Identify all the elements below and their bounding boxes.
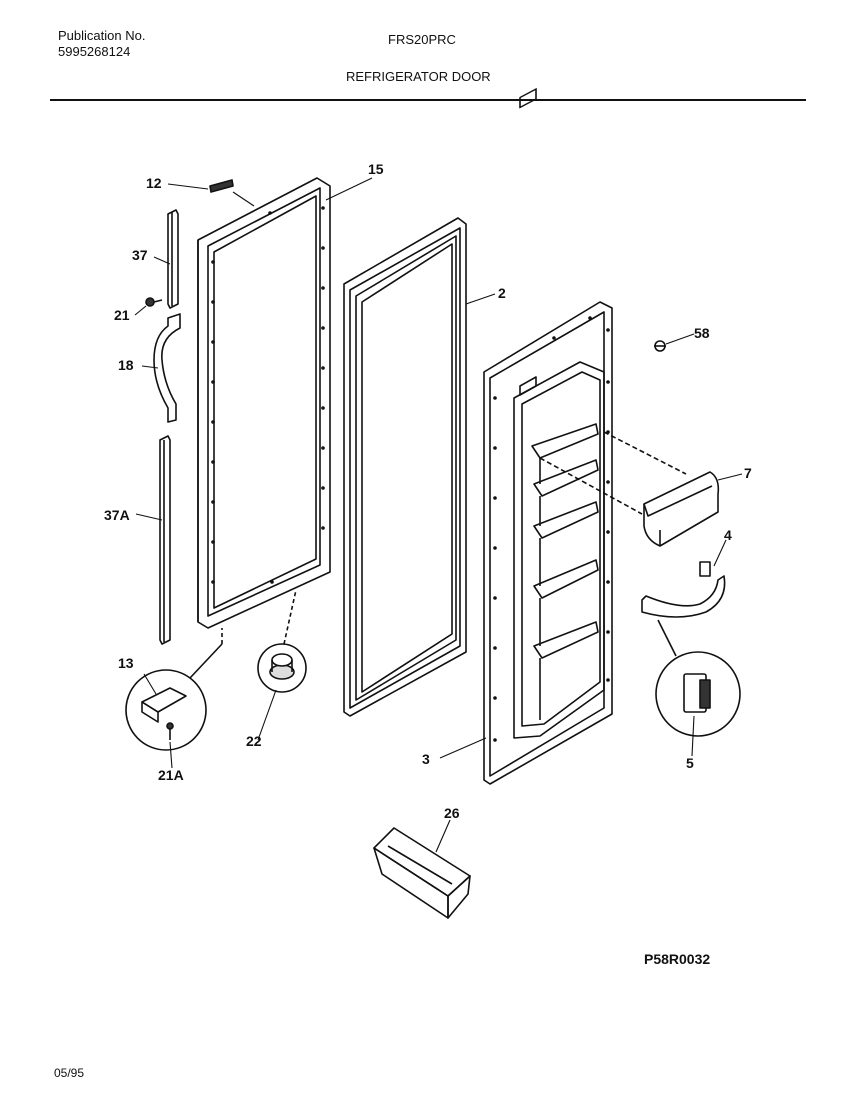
part-15-door-frame xyxy=(197,177,331,629)
callout-13: 13 xyxy=(118,655,134,671)
callout-26: 26 xyxy=(444,805,460,821)
publication-number: 5995268124 xyxy=(58,44,131,59)
callout-21: 21 xyxy=(114,307,130,323)
callout-2: 2 xyxy=(498,285,506,301)
part-37a-lower-trim xyxy=(159,435,171,645)
callout-12: 12 xyxy=(146,175,162,191)
callout-5: 5 xyxy=(686,755,694,771)
header-divider xyxy=(50,99,806,101)
callout-7: 7 xyxy=(744,465,752,481)
part-21-screw xyxy=(145,297,163,307)
callout-18: 18 xyxy=(118,357,134,373)
page-title: REFRIGERATOR DOOR xyxy=(346,69,491,84)
part-58-screw xyxy=(654,340,666,352)
part-5-detail-circle xyxy=(655,619,741,737)
part-7-cover xyxy=(643,471,720,547)
part-18-door-handle xyxy=(153,313,181,423)
publication-label: Publication No. xyxy=(58,28,146,43)
part-26-door-bin xyxy=(373,827,471,919)
callout-37: 37 xyxy=(132,247,148,263)
callout-22: 22 xyxy=(246,733,262,749)
part-3-door-liner xyxy=(483,88,613,785)
callout-3: 3 xyxy=(422,751,430,767)
publication-date: 05/95 xyxy=(54,1066,85,1080)
leader-lines xyxy=(134,177,743,853)
callout-21a: 21A xyxy=(158,767,184,783)
part-4-bracket xyxy=(641,561,726,618)
callout-58: 58 xyxy=(694,325,710,341)
part-13-hinge-detail xyxy=(125,628,223,751)
model-number: FRS20PRC xyxy=(388,32,456,47)
diagram-reference-code: P58R0032 xyxy=(644,951,710,967)
callout-4: 4 xyxy=(724,527,732,543)
callout-37a: 37A xyxy=(104,507,130,523)
part-2-door-gasket xyxy=(343,217,467,717)
part-22-hinge-bushing xyxy=(257,589,307,693)
part-37-upper-trim xyxy=(167,209,179,309)
callout-15: 15 xyxy=(368,161,384,177)
part-12-label-plate xyxy=(209,179,234,193)
